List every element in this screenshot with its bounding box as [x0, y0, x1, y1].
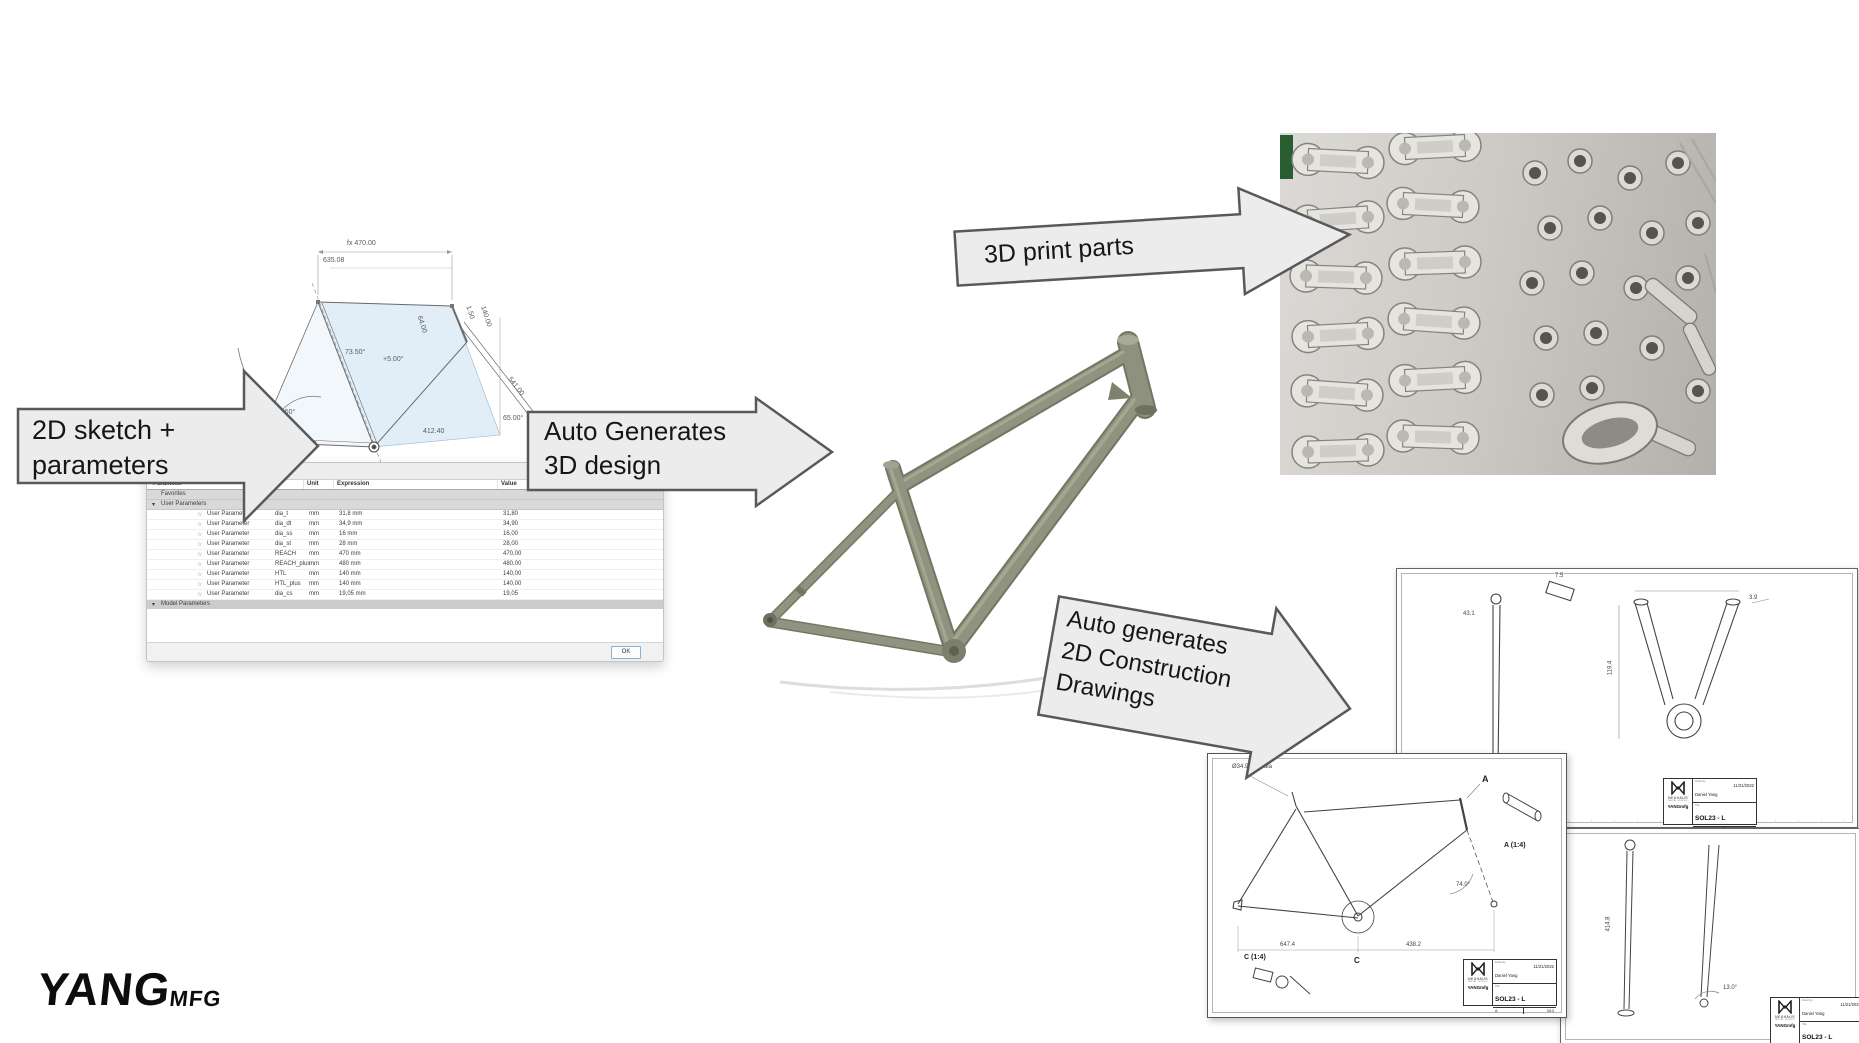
title-block: NEUHAUS METAL WORKS YANGmfg Drawn by Dan… — [1770, 997, 1859, 1043]
favorite-star-icon[interactable]: ☆ — [197, 582, 203, 588]
caret-down-icon[interactable]: ▾ — [152, 502, 156, 508]
arrow-2d-drawings: Auto generates 2D Construction Drawings — [1020, 556, 1385, 840]
col-expression: Expression — [337, 481, 370, 487]
favorite-star-icon[interactable]: ☆ — [197, 522, 203, 528]
arrow-label-line1: 2D sketch + — [32, 415, 176, 445]
nm-monogram-icon — [1471, 962, 1485, 976]
favorite-star-icon[interactable]: ☆ — [197, 592, 203, 598]
detail-views — [1252, 792, 1542, 995]
detail-marker-a: A — [1482, 774, 1489, 784]
dim-head-offset: +5.00° — [383, 356, 404, 363]
green-corner — [1280, 135, 1293, 179]
yang-mfg-logo: YANG MFG — [35, 963, 225, 1015]
bike-frame-3d-render — [740, 300, 1210, 710]
group-row-model-parameters[interactable]: ▾ Model Parameters — [147, 600, 663, 609]
frame-fittings — [763, 335, 1157, 663]
favorite-star-icon[interactable]: ☆ — [197, 562, 203, 568]
neuhaus-logo: NEUHAUS METAL WORKS YANGmfg — [1664, 779, 1693, 824]
table-row[interactable]: ☆ User Parameter dia_dt mm 34,9 mm 34,90 — [147, 520, 663, 530]
table-row[interactable]: ☆ User Parameter HTL_plus mm 140 mm 140,… — [147, 580, 663, 590]
printed-parts-illustration — [1280, 133, 1716, 470]
right-arrow-shape — [953, 186, 1353, 297]
seatstay-views — [1617, 839, 1720, 1017]
favorite-star-icon[interactable]: ☆ — [197, 552, 203, 558]
misc-parts — [1562, 138, 1716, 465]
favorite-star-icon[interactable]: ☆ — [197, 512, 203, 518]
favorite-star-icon[interactable]: ☆ — [197, 532, 203, 538]
part-number: SOL23 - L — [1495, 996, 1526, 1003]
right-arrow-shape — [1036, 594, 1352, 781]
wishbone-drawing — [1407, 580, 1847, 822]
arrow-3d-print: 3D print parts — [946, 171, 1363, 322]
printed-parts-photo — [1280, 133, 1716, 475]
drawing-sheet-frame: 647.4 438.2 74.0° Ø34.9 Thru dia A C A (… — [1207, 753, 1567, 1018]
title-block: NEUHAUS METAL WORKS YANGmfg Drawn by Dan… — [1463, 959, 1557, 1014]
caret-down-icon[interactable]: ▾ — [152, 602, 156, 608]
dim-label: 414.8 — [1605, 916, 1612, 932]
dim-label: 7.5 — [1555, 573, 1564, 579]
right-arrow-shape — [526, 395, 835, 509]
socket-parts — [1519, 148, 1711, 408]
ok-button[interactable]: OK — [611, 646, 641, 659]
dim-label: 43.1 — [1463, 611, 1475, 617]
group-row-user-parameters[interactable]: ▾ User Parameters — [147, 500, 663, 510]
col-unit: Unit — [307, 481, 319, 487]
dim-seat-angle: 73.50° — [345, 349, 366, 356]
nm-monogram-icon — [1671, 781, 1685, 795]
part-number: SOL23 - L — [1802, 1034, 1833, 1041]
arrow-label-line1: Auto Generates — [544, 416, 727, 446]
arrow-label-line2: parameters — [32, 450, 169, 480]
frame-side-view — [1232, 773, 1498, 952]
dim-label: 74.0° — [1456, 882, 1471, 888]
detail-a-label: A (1:4) — [1504, 842, 1526, 849]
brand-suffix: MFG — [168, 986, 223, 1011]
table-row[interactable]: ☆ User Parameter REACH_plus mm 480 mm 48… — [147, 560, 663, 570]
part-number: SOL23 - L — [1695, 815, 1726, 822]
table-row[interactable]: ☆ User Parameter dia_cs mm 19,05 mm 19,0… — [147, 590, 663, 600]
neuhaus-logo: NEUHAUS METAL WORKS YANGmfg — [1771, 998, 1800, 1043]
group-row-favorites[interactable]: Favorites — [147, 490, 663, 500]
detail-marker-c: C — [1354, 956, 1360, 965]
frame-construction-drawing — [1232, 773, 1542, 995]
frame-tubes — [764, 331, 1156, 658]
favorite-star-icon[interactable]: ☆ — [197, 572, 203, 578]
dim-label: 438.2 — [1406, 942, 1422, 948]
neuhaus-logo: NEUHAUS METAL WORKS YANGmfg — [1464, 960, 1493, 1005]
table-row[interactable]: ☆ User Parameter dia_st mm 28 mm 28,00 — [147, 540, 663, 550]
seatstay-drawing — [1617, 839, 1720, 1017]
frame-render-drawing — [763, 331, 1157, 699]
table-row[interactable]: ☆ User Parameter dia_ss mm 16 mm 16,00 — [147, 530, 663, 540]
nm-monogram-icon — [1778, 1000, 1792, 1014]
dim-reach: fx 470.00 — [347, 240, 376, 247]
brand-name: YANG — [35, 963, 174, 1015]
col-value: Value — [501, 481, 517, 487]
arrow-generate-3d: Auto Generates 3D design — [524, 392, 840, 528]
table-row[interactable]: ☆ User Parameter dia_t mm 31,8 mm 31,80 — [147, 510, 663, 520]
parameters-table: Parameter Unit Expression Value Comments… — [147, 479, 663, 609]
dim-label: 3.9 — [1749, 595, 1758, 601]
dim-label: 119.4 — [1607, 660, 1614, 676]
table-row[interactable]: ☆ User Parameter HTL mm 140 mm 140,00 — [147, 570, 663, 580]
drawing-sheet-seatstay: 414.8 13.0° NEUHAUS METAL WORKS YANGmfg … — [1560, 828, 1859, 1043]
dialog-footer: OK — [147, 642, 663, 661]
dim-rear-center: 412.40 — [423, 428, 445, 435]
title-block: NEUHAUS METAL WORKS YANGmfg Drawn by Dan… — [1663, 778, 1757, 833]
table-row[interactable]: ☆ User Parameter REACH mm 470 mm 470,00 — [147, 550, 663, 560]
detail-c-label: C (1:4) — [1244, 954, 1266, 961]
arrow-label-line2: 3D design — [544, 450, 662, 480]
dim-label: 13.0° — [1723, 985, 1738, 991]
dim-label: 647.4 — [1280, 942, 1296, 948]
wishbone-views — [1407, 580, 1847, 822]
dim-stack: 635.08 — [323, 257, 345, 264]
right-arrow-shape — [16, 367, 320, 525]
arrow-2d-sketch: 2D sketch + parameters — [14, 363, 326, 531]
dim-head-angle: 65.00° — [503, 415, 524, 422]
favorite-star-icon[interactable]: ☆ — [197, 542, 203, 548]
